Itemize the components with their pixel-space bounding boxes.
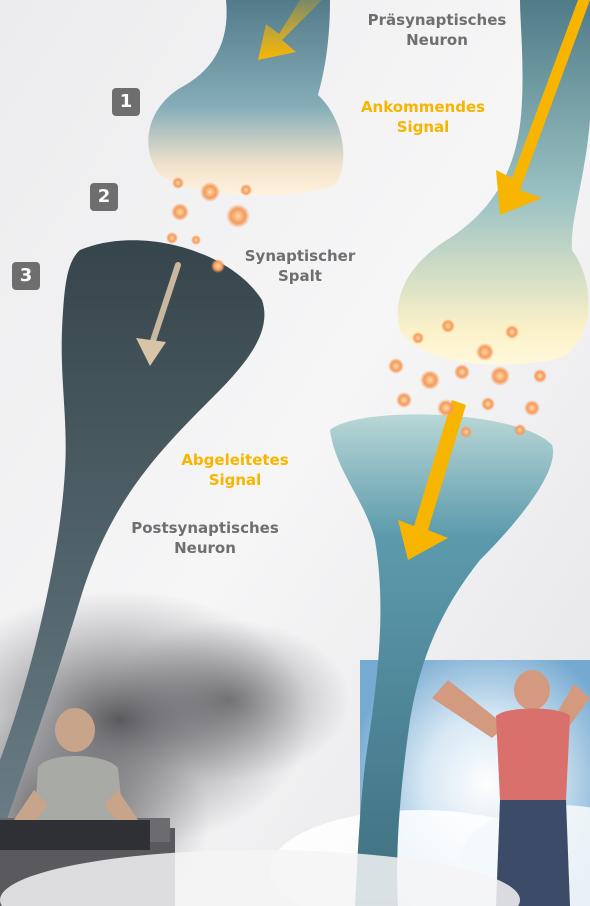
synaptic-cleft-line1: Synaptischer xyxy=(225,246,375,266)
synaptic-cleft-line2: Spalt xyxy=(225,266,375,286)
postsynaptic-label-line2: Neuron xyxy=(110,538,300,558)
step-badge-2: 2 xyxy=(90,183,118,211)
step-badge-1: 1 xyxy=(112,88,140,116)
postsynaptic-label-line1: Postsynaptisches xyxy=(110,518,300,538)
derived-signal-line1: Abgeleitetes xyxy=(160,450,310,470)
derived-signal-label: Abgeleitetes Signal xyxy=(160,450,310,490)
incoming-signal-line1: Ankommendes xyxy=(348,97,498,117)
presynaptic-neuron-label: Präsynaptisches Neuron xyxy=(352,10,522,50)
presynaptic-label-line1: Präsynaptisches xyxy=(352,10,522,30)
incoming-signal-label: Ankommendes Signal xyxy=(348,97,498,137)
synaptic-cleft-label: Synaptischer Spalt xyxy=(225,246,375,286)
postsynaptic-neuron-label: Postsynaptisches Neuron xyxy=(110,518,300,558)
derived-signal-line2: Signal xyxy=(160,470,310,490)
presynaptic-label-line2: Neuron xyxy=(352,30,522,50)
step-badge-3: 3 xyxy=(12,262,40,290)
incoming-signal-line2: Signal xyxy=(348,117,498,137)
